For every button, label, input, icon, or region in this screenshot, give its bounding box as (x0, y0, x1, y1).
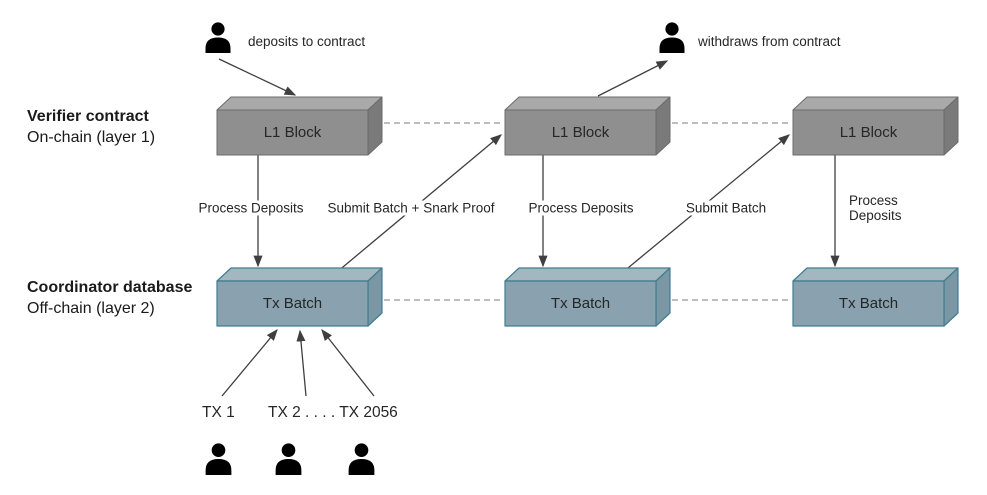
l1-block-box-2 (504, 96, 671, 156)
tx-user-person-icon-3 (347, 443, 376, 476)
l1-block-box-1 (216, 96, 383, 156)
verifier-contract-title: Verifier contract (27, 108, 149, 125)
tx1-arrow (221, 329, 278, 397)
depositor-person-icon (204, 22, 232, 54)
withdraw-actor-label: withdraws from contract (698, 34, 841, 49)
tx-rest-label: TX 2 . . . . TX 2056 (268, 404, 398, 421)
l1-block-label-2: L1 Block (551, 124, 610, 141)
tx-batch-label-3: Tx Batch (838, 295, 899, 312)
tx2-arrow (296, 329, 307, 397)
off-chain-subtitle: Off-chain (layer 2) (27, 300, 155, 317)
tx-batch-box-3 (792, 267, 959, 327)
on-chain-subtitle: On-chain (layer 1) (27, 129, 156, 146)
tx-batch-box-1 (216, 267, 383, 327)
submit-batch-snark-label: Submit Batch + Snark Proof (324, 200, 498, 216)
coordinator-database-title: Coordinator database (27, 279, 193, 296)
process-deposits-label-2: Process Deposits (525, 200, 637, 216)
tx2056-arrow (321, 328, 375, 397)
layer2-row-title: Coordinator database Off-chain (layer 2) (27, 277, 192, 319)
submit-batch-label: Submit Batch (682, 200, 770, 216)
tx1-label: TX 1 (202, 404, 235, 421)
l1-block-label-1: L1 Block (263, 124, 322, 141)
process-deposits-label-1: Process Deposits (195, 200, 307, 216)
tx-batch-label-1: Tx Batch (262, 295, 323, 312)
l1-block-box-3 (792, 96, 959, 156)
tx-batch-label-2: Tx Batch (550, 295, 611, 312)
layer1-row-title: Verifier contract On-chain (layer 1) (27, 106, 155, 148)
withdraw-arrow (597, 60, 669, 97)
process-deposits-label-3: Process Deposits (846, 193, 940, 223)
tx-user-person-icon-1 (204, 443, 233, 476)
l1-block-label-3: L1 Block (839, 124, 898, 141)
deposit-actor-label: deposits to contract (248, 34, 366, 49)
withdrawer-person-icon (658, 22, 686, 54)
tx-batch-box-2 (504, 267, 671, 327)
tx-user-person-icon-2 (274, 443, 303, 476)
deposit-arrow (218, 58, 297, 96)
